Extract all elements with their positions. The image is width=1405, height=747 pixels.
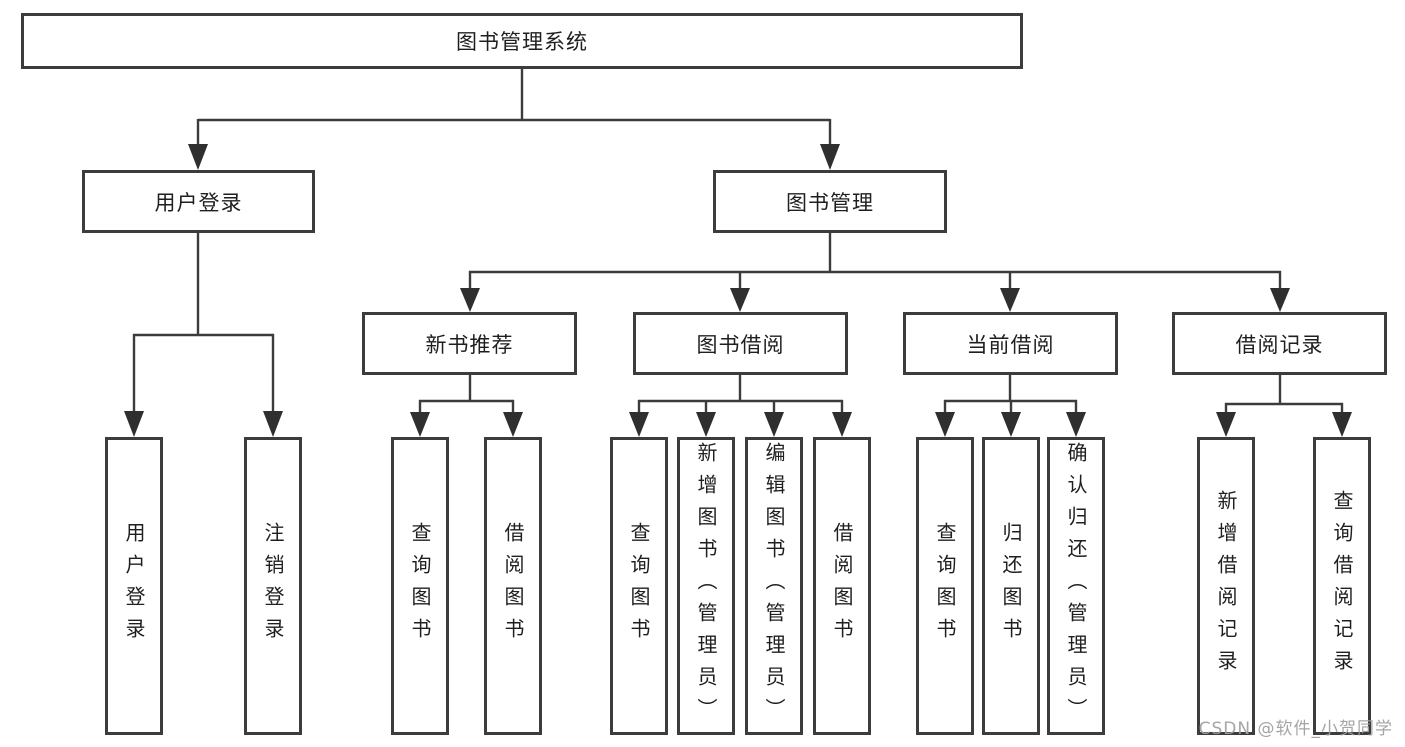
leaf-edit-book-admin: 编辑图书（管理员） <box>745 437 803 735</box>
leaf-query-book-recommend: 查询图书 <box>391 437 449 735</box>
node-book-management: 图书管理 <box>713 170 947 233</box>
leaf-add-book-admin: 新增图书（管理员） <box>677 437 735 735</box>
leaf-query-book-current: 查询图书 <box>916 437 974 735</box>
connector-current-borrow-leaves <box>935 375 1086 437</box>
connector-book-borrow-leaves <box>629 375 852 437</box>
leaf-label: 查询图书 <box>627 522 651 650</box>
leaf-add-borrow-record: 新增借阅记录 <box>1197 437 1255 735</box>
node-new-book-recommend: 新书推荐 <box>362 312 577 375</box>
leaf-label: 查询图书 <box>933 522 957 650</box>
leaf-label: 新增借阅记录 <box>1214 490 1238 682</box>
node-book-borrow: 图书借阅 <box>633 312 848 375</box>
leaf-label: 用户登录 <box>122 522 146 650</box>
leaf-label: 确认归还（管理员） <box>1064 442 1088 730</box>
leaf-confirm-return-admin: 确认归还（管理员） <box>1047 437 1105 735</box>
leaf-logout-login: 注销登录 <box>244 437 302 735</box>
csdn-watermark: CSDN @软件_小贺同学 <box>1198 719 1393 739</box>
leaf-query-book-borrow: 查询图书 <box>610 437 668 735</box>
leaf-query-borrow-record: 查询借阅记录 <box>1313 437 1371 735</box>
node-label: 新书推荐 <box>425 332 514 357</box>
leaf-return-book: 归还图书 <box>982 437 1040 735</box>
node-root-system: 图书管理系统 <box>21 13 1023 69</box>
leaf-label: 新增图书（管理员） <box>694 442 718 730</box>
node-label: 用户登录 <box>154 190 243 215</box>
node-label: 图书借阅 <box>696 332 785 357</box>
node-borrow-records: 借阅记录 <box>1172 312 1387 375</box>
leaf-label: 归还图书 <box>999 522 1023 650</box>
connector-book-management-level3 <box>460 233 1290 312</box>
connector-new-book-recommend-leaves <box>410 375 523 437</box>
node-label: 图书管理 <box>786 190 874 215</box>
leaf-label: 借阅图书 <box>501 522 525 650</box>
leaf-label: 借阅图书 <box>830 522 854 650</box>
connector-user-login-leaves <box>124 233 283 437</box>
leaf-borrow-book: 借阅图书 <box>813 437 871 735</box>
node-label: 借阅记录 <box>1235 332 1324 357</box>
connector-borrow-records-leaves <box>1216 375 1352 437</box>
leaf-label: 注销登录 <box>261 522 285 650</box>
node-current-borrow: 当前借阅 <box>903 312 1118 375</box>
leaf-label: 查询图书 <box>408 522 432 650</box>
leaf-label: 编辑图书（管理员） <box>762 442 786 730</box>
node-label: 当前借阅 <box>966 332 1055 357</box>
leaf-user-login: 用户登录 <box>105 437 163 735</box>
leaf-borrow-book-recommend: 借阅图书 <box>484 437 542 735</box>
leaf-label: 查询借阅记录 <box>1330 490 1354 682</box>
node-label: 图书管理系统 <box>456 30 588 54</box>
connector-root-to-level2 <box>188 69 840 170</box>
node-user-login: 用户登录 <box>82 170 315 233</box>
